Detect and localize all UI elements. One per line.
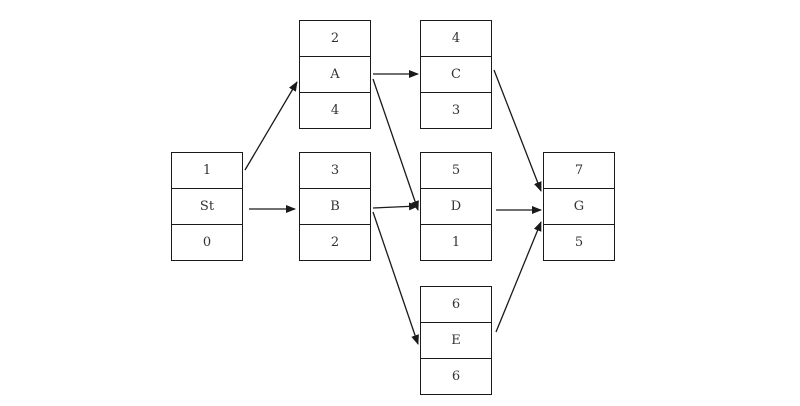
node-b-label: B [300, 188, 370, 224]
node-c: 4 C 3 [420, 20, 492, 129]
node-d-label: D [421, 188, 491, 224]
edge-b-e [372, 211, 419, 345]
node-st: 1 St 0 [171, 152, 243, 261]
node-g-top-value: 7 [574, 163, 584, 178]
edge-c-g [493, 69, 542, 192]
node-e-label: E [421, 322, 491, 358]
node-e-bottom-value: 6 [421, 358, 491, 394]
edge-e-g [495, 221, 542, 333]
node-b-top-value: 3 [330, 163, 340, 178]
node-g: 7 G 5 [543, 152, 615, 261]
node-d: 5 D 1 [420, 152, 492, 261]
node-c-bottom-value: 3 [421, 92, 491, 128]
node-c-top-value: 4 [451, 31, 461, 46]
node-b: 3 B 2 [299, 152, 371, 261]
edge-st-a [244, 81, 298, 171]
node-st-top-value: 1 [202, 163, 212, 178]
edge-b-d [372, 202, 419, 211]
node-d-top-value: 5 [451, 163, 461, 178]
node-d-bottom-value: 1 [421, 224, 491, 260]
node-a-top-value: 2 [330, 31, 340, 46]
node-a-label: A [300, 56, 370, 92]
node-e: 6 E 6 [420, 286, 492, 395]
node-e-top-value: 6 [451, 297, 461, 312]
edge-a-d [372, 78, 419, 211]
node-a: 2 A 4 [299, 20, 371, 129]
node-st-bottom-value: 0 [172, 224, 242, 260]
node-g-label: G [544, 188, 614, 224]
node-st-label: St [172, 188, 242, 224]
node-c-label: C [421, 56, 491, 92]
node-a-bottom-value: 4 [300, 92, 370, 128]
node-g-bottom-value: 5 [544, 224, 614, 260]
node-b-bottom-value: 2 [300, 224, 370, 260]
